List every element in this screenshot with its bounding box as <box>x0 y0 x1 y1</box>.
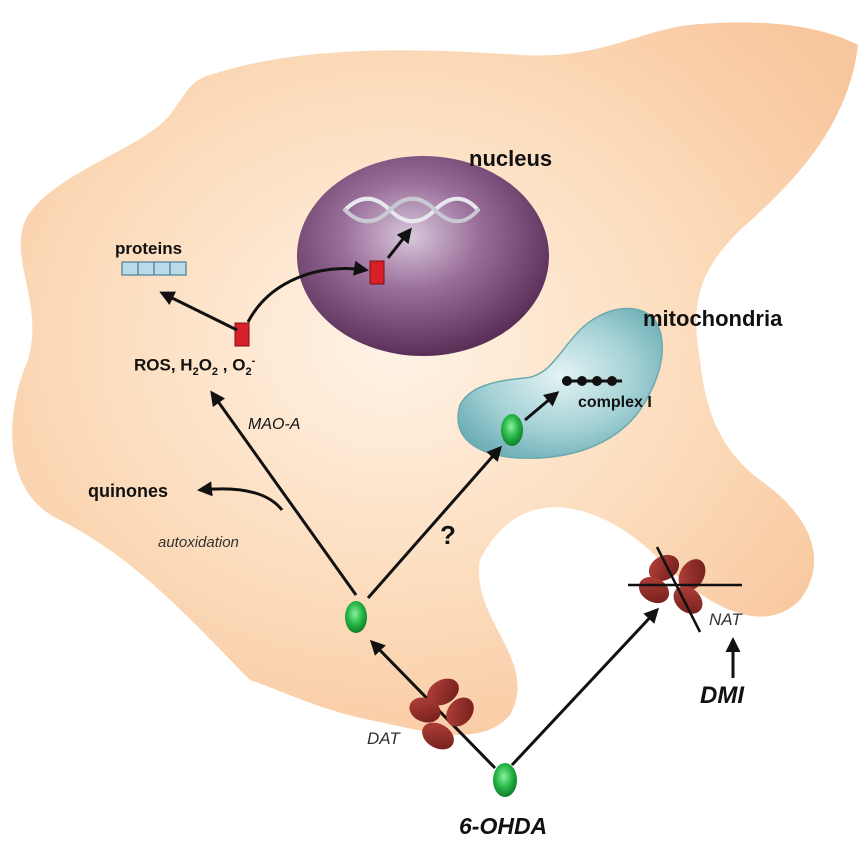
pathway-arrows <box>159 227 741 770</box>
dat-label: DAT <box>367 729 400 748</box>
quinones-label: quinones <box>88 481 168 501</box>
molecule-extracellular <box>493 763 517 797</box>
dmi-label: DMI <box>700 682 744 709</box>
molecule-mitochondria <box>501 414 523 446</box>
ros-marker-icon <box>234 322 250 347</box>
toxin-label: 6-OHDA <box>459 813 548 839</box>
nat-label: NAT <box>709 610 742 629</box>
nucleus-label: nucleus <box>469 146 553 171</box>
nucleus-shape <box>297 156 549 356</box>
nat-block-cross <box>628 546 742 633</box>
molecule-intracellular <box>345 601 367 633</box>
ros-label: ROS, H2O2 , O2- <box>134 355 256 379</box>
complex-i-label: complex I <box>578 394 652 411</box>
complex-i-chain <box>562 376 622 386</box>
mitochondria-label: mitochondria <box>643 306 783 331</box>
proteins-label: proteins <box>115 239 183 258</box>
dat-transporter-icon <box>409 678 474 750</box>
cell-body <box>12 22 859 735</box>
dna-helix-icon <box>343 196 480 224</box>
nuclear-marker-icon <box>369 260 385 285</box>
autoxidation-label: autoxidation <box>158 534 239 551</box>
mao-a-label: MAO-A <box>248 416 301 433</box>
proteins-bar-icon <box>121 261 187 276</box>
question-mark-label: ? <box>440 520 456 550</box>
